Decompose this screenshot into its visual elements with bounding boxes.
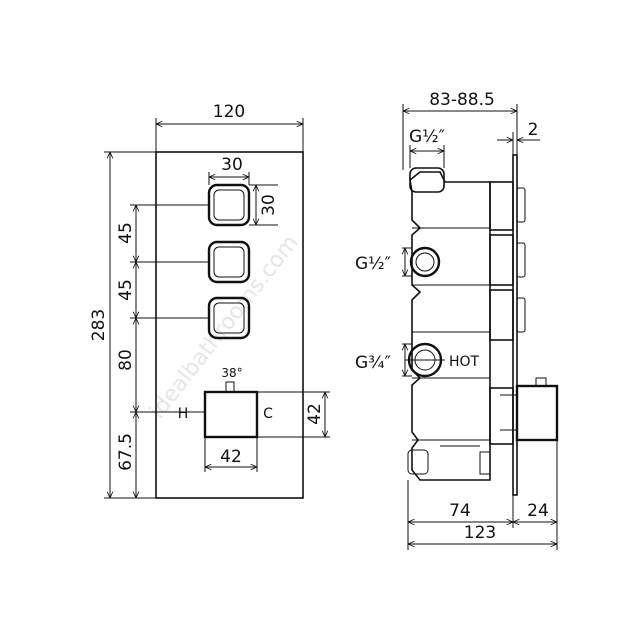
handle-angle-label: 38° bbox=[221, 366, 242, 380]
hot-side-label: H bbox=[178, 406, 189, 422]
spacing-dimension-2: 45 bbox=[116, 279, 136, 301]
valve-body bbox=[409, 171, 491, 481]
button-height-dimension: 30 bbox=[259, 194, 279, 216]
handle-height-dimension: 42 bbox=[305, 403, 325, 425]
mixer-handle bbox=[203, 390, 259, 439]
side-handle bbox=[515, 384, 559, 442]
hot-label: HOT bbox=[449, 354, 480, 370]
spacing-dimension-3: 80 bbox=[116, 349, 136, 371]
height-dimension: 283 bbox=[89, 309, 109, 341]
hot-port-size-label: G¾″ bbox=[355, 353, 391, 373]
cold-side-label: C bbox=[263, 406, 273, 422]
front-plate bbox=[155, 151, 304, 499]
handle-depth-dimension: 24 bbox=[527, 501, 549, 521]
top-port-label: G½″ bbox=[409, 127, 445, 147]
mid-port-label: G½″ bbox=[355, 254, 391, 274]
button-2 bbox=[207, 240, 251, 284]
mid-port bbox=[409, 246, 441, 278]
spacing-dimension-1: 45 bbox=[116, 222, 136, 244]
plate-thickness-dimension: 2 bbox=[528, 120, 539, 140]
watermark: idealbathrooms.com bbox=[145, 231, 304, 424]
top-inlet bbox=[409, 167, 445, 193]
button-1 bbox=[207, 183, 251, 227]
depth-dimension: 83-88.5 bbox=[429, 90, 495, 110]
front-view: 120 30 30 45 45 80 67.5 283 H C 38° bbox=[89, 102, 330, 499]
body-depth-dimension: 74 bbox=[449, 501, 471, 521]
button-width-dimension: 30 bbox=[221, 155, 243, 175]
spacing-dimension-4: 67.5 bbox=[116, 433, 136, 471]
handle-indicator bbox=[225, 381, 235, 393]
width-dimension: 120 bbox=[213, 102, 245, 122]
side-view: 83-88.5 2 G½″ G½″ G¾″ HOT 74 24 123 bbox=[355, 90, 559, 550]
handle-width-dimension: 42 bbox=[220, 447, 242, 467]
total-depth-dimension: 123 bbox=[464, 523, 496, 543]
